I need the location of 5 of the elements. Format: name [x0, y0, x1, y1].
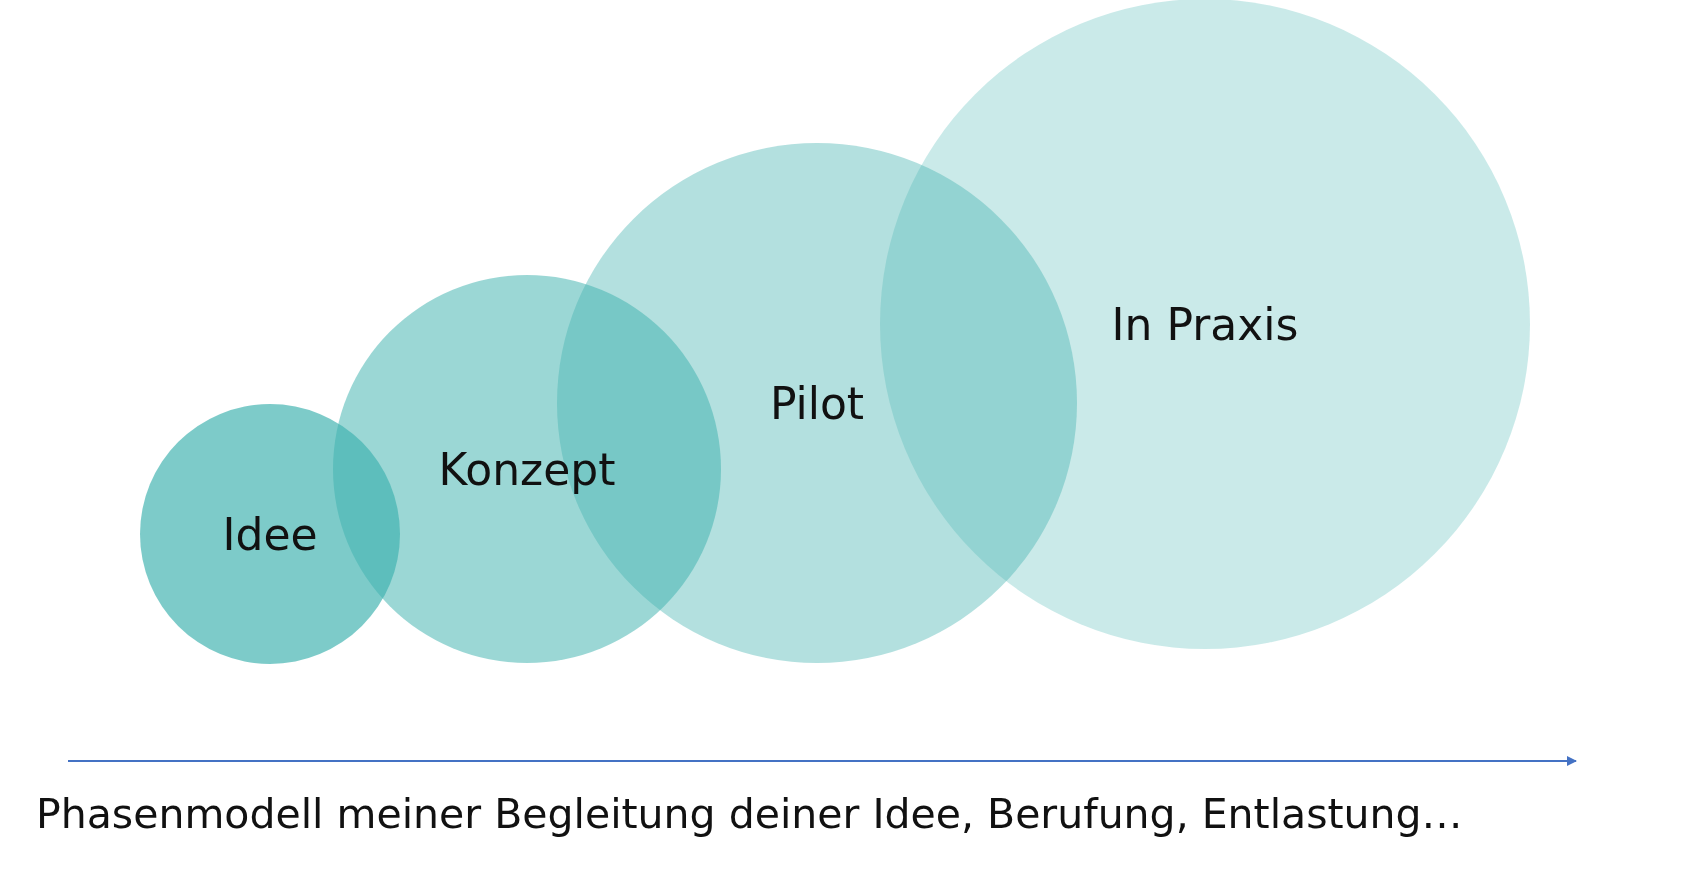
- phase-label: Idee: [222, 508, 318, 560]
- phase-label: Konzept: [438, 443, 616, 495]
- phase-label: In Praxis: [1111, 298, 1299, 350]
- caption: Phasenmodell meiner Begleitung deiner Idee, Berufung, Entlastung…: [36, 790, 1463, 838]
- phase-label: Pilot: [769, 377, 865, 429]
